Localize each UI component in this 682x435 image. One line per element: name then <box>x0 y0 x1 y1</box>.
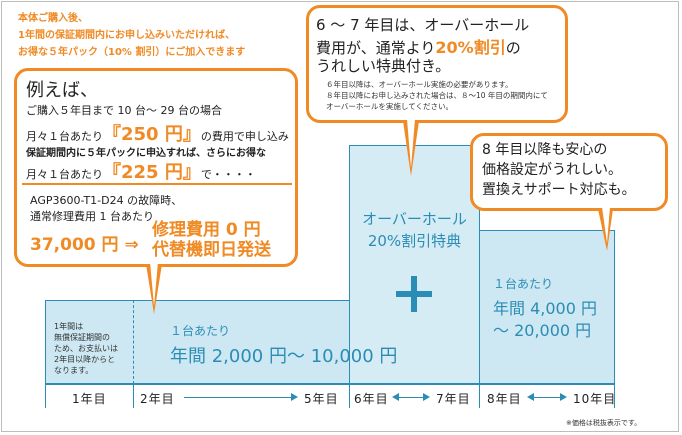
notice-line-3: お得な５年パック（10% 割引）にご加入できます <box>18 47 246 58</box>
first-year-note-3: ため、お支払いは <box>54 344 118 353</box>
arrow-left-icon <box>392 393 399 401</box>
segment-years-6-7 <box>349 145 480 384</box>
example-callout-tail-inner <box>150 262 158 306</box>
overhaul-title-2-post: の <box>505 39 521 57</box>
year-axis-line <box>45 384 615 385</box>
overhaul-note-2: ８年目以降にお申し込みされた場合は、８～10 年目の期間内にて <box>326 91 548 100</box>
fault-line-1: AGP3600-T1-D24 の故障時、 <box>30 194 183 207</box>
after8-line-2: 価格設定がうれしい。 <box>482 162 622 178</box>
first-year-note-1: 1年間は <box>54 322 84 331</box>
year1-divider <box>133 300 134 384</box>
axis-label-year5: 5年目 <box>304 392 339 406</box>
example-line-2-pre: 月々１台あたり <box>26 130 103 143</box>
overhaul-callout-tail-inner <box>407 119 415 168</box>
overhaul-notes: ６年目以降は、オーバーホール実施の必要があります。 ８年目以降にお申し込みされた… <box>326 79 548 112</box>
example-title: 例えば、 <box>26 80 98 101</box>
axis-label-year7: 7年目 <box>436 392 471 406</box>
notice-line-1: 本体ご購入後、 <box>18 13 88 24</box>
overhaul-title-2-pre: 費用が、通常より <box>316 39 436 57</box>
axis-label-year6: 6年目 <box>354 392 389 406</box>
overhaul-note-3: オーバーホールを実施してください。 <box>326 102 453 111</box>
after8-callout-tail-inner <box>602 207 610 243</box>
segment-c-price: 年間 4,000 円 ～ 20,000 円 <box>493 298 597 342</box>
axis-label-year1: 1年目 <box>72 392 107 406</box>
notice-line-2: 1年間の保証期間内にお申し込みいただければ、 <box>18 30 235 41</box>
overhaul-callout <box>306 5 568 123</box>
axis-tick-2 <box>133 384 134 408</box>
arrow-right-icon <box>291 393 298 401</box>
example-line-4-pre: 月々１台あたり <box>26 168 103 181</box>
arrow-left-icon <box>527 393 534 401</box>
segment-a-unit: １台あたり <box>170 324 231 338</box>
fault-line-2: 通常修理費用 1 台あたり <box>30 210 154 223</box>
plus-icon-vertical <box>411 276 417 312</box>
example-divider <box>22 183 292 185</box>
overhaul-title-1: 6 ～ 7 年目は、オーバーホール <box>316 16 530 34</box>
first-year-note-4: 2年目以降からと <box>54 355 116 364</box>
after8-callout <box>470 133 668 211</box>
axis-label-year2: 2年目 <box>140 392 175 406</box>
overhaul-discount: 20%割引 <box>435 38 506 57</box>
segment-b-title-1: オーバーホール <box>362 210 467 228</box>
axis-tick-start <box>45 384 46 408</box>
segment-years-8-10 <box>479 230 615 384</box>
segment-b-title: オーバーホール 20%割引特典 <box>349 208 480 252</box>
example-line-3: 保証期間内に５年パックに申込すれば、さらにお得な <box>26 148 266 159</box>
overhaul-title-3: うれしい特典付き。 <box>316 57 451 75</box>
benefit-text: 修理費用 0 円 代替機即日発送 <box>152 220 271 260</box>
segment-c-price-2: ～ 20,000 円 <box>493 321 592 340</box>
after8-line-3: 置換えサポート対応も。 <box>482 182 636 198</box>
arrow-8-10 <box>533 397 561 398</box>
arrow-right-icon <box>560 393 567 401</box>
after8-line-1: 8 年目以降も安心の <box>482 142 608 158</box>
overhaul-note-1: ６年目以降は、オーバーホール実施の必要があります。 <box>326 80 513 89</box>
segment-a-price: 年間 2,000 円～ 10,000 円 <box>170 346 398 367</box>
price-250: 『250 円』 <box>103 124 201 145</box>
segment-years-1-5 <box>45 300 350 384</box>
notice-text: 本体ご購入後、 1年間の保証期間内にお申し込みいただければ、 お得な５年パック（… <box>18 10 245 61</box>
axis-tick-end <box>614 384 615 408</box>
axis-tick-8 <box>479 384 480 408</box>
arrow-2-5 <box>184 397 292 398</box>
arrow-6-7 <box>398 397 424 398</box>
axis-tick-6 <box>349 384 350 408</box>
first-year-note-5: なります。 <box>54 366 94 375</box>
arrow-right-icon <box>423 393 430 401</box>
segment-b-title-2: 20%割引特典 <box>367 232 462 250</box>
after8-text: 8 年目以降も安心の 価格設定がうれしい。 置換えサポート対応も。 <box>482 140 636 200</box>
segment-c-price-1: 年間 4,000 円 <box>493 299 597 318</box>
axis-label-year8: 8年目 <box>487 392 522 406</box>
footnote: ※価格は税抜表示です。 <box>566 419 642 427</box>
example-line-2-post: の費用で申し込み <box>200 130 289 143</box>
price-225: 『225 円』 <box>103 162 201 183</box>
example-line-2: 月々１台あたり『250 円』の費用で申し込み <box>26 120 289 146</box>
overhaul-title-2: 費用が、通常より20%割引の <box>316 34 521 58</box>
first-year-note-2: 無償保証期間の <box>54 333 110 342</box>
example-line-4-post: で・・・・ <box>200 168 256 181</box>
example-line-1: ご購入５年目まで 10 台～ 29 台の場合 <box>26 104 222 117</box>
benefit-line-2: 代替機即日発送 <box>152 240 271 260</box>
axis-label-year10: 10年目 <box>573 392 617 406</box>
first-year-note: 1年間は 無償保証期間の ため、お支払いは 2年目以降からと なります。 <box>54 321 118 376</box>
segment-c-unit: １台あたり <box>493 277 554 291</box>
price-normal: 37,000 円 ⇒ <box>30 235 139 255</box>
benefit-line-1: 修理費用 0 円 <box>152 220 261 240</box>
example-line-4: 月々１台あたり『225 円』で・・・・ <box>26 158 256 184</box>
